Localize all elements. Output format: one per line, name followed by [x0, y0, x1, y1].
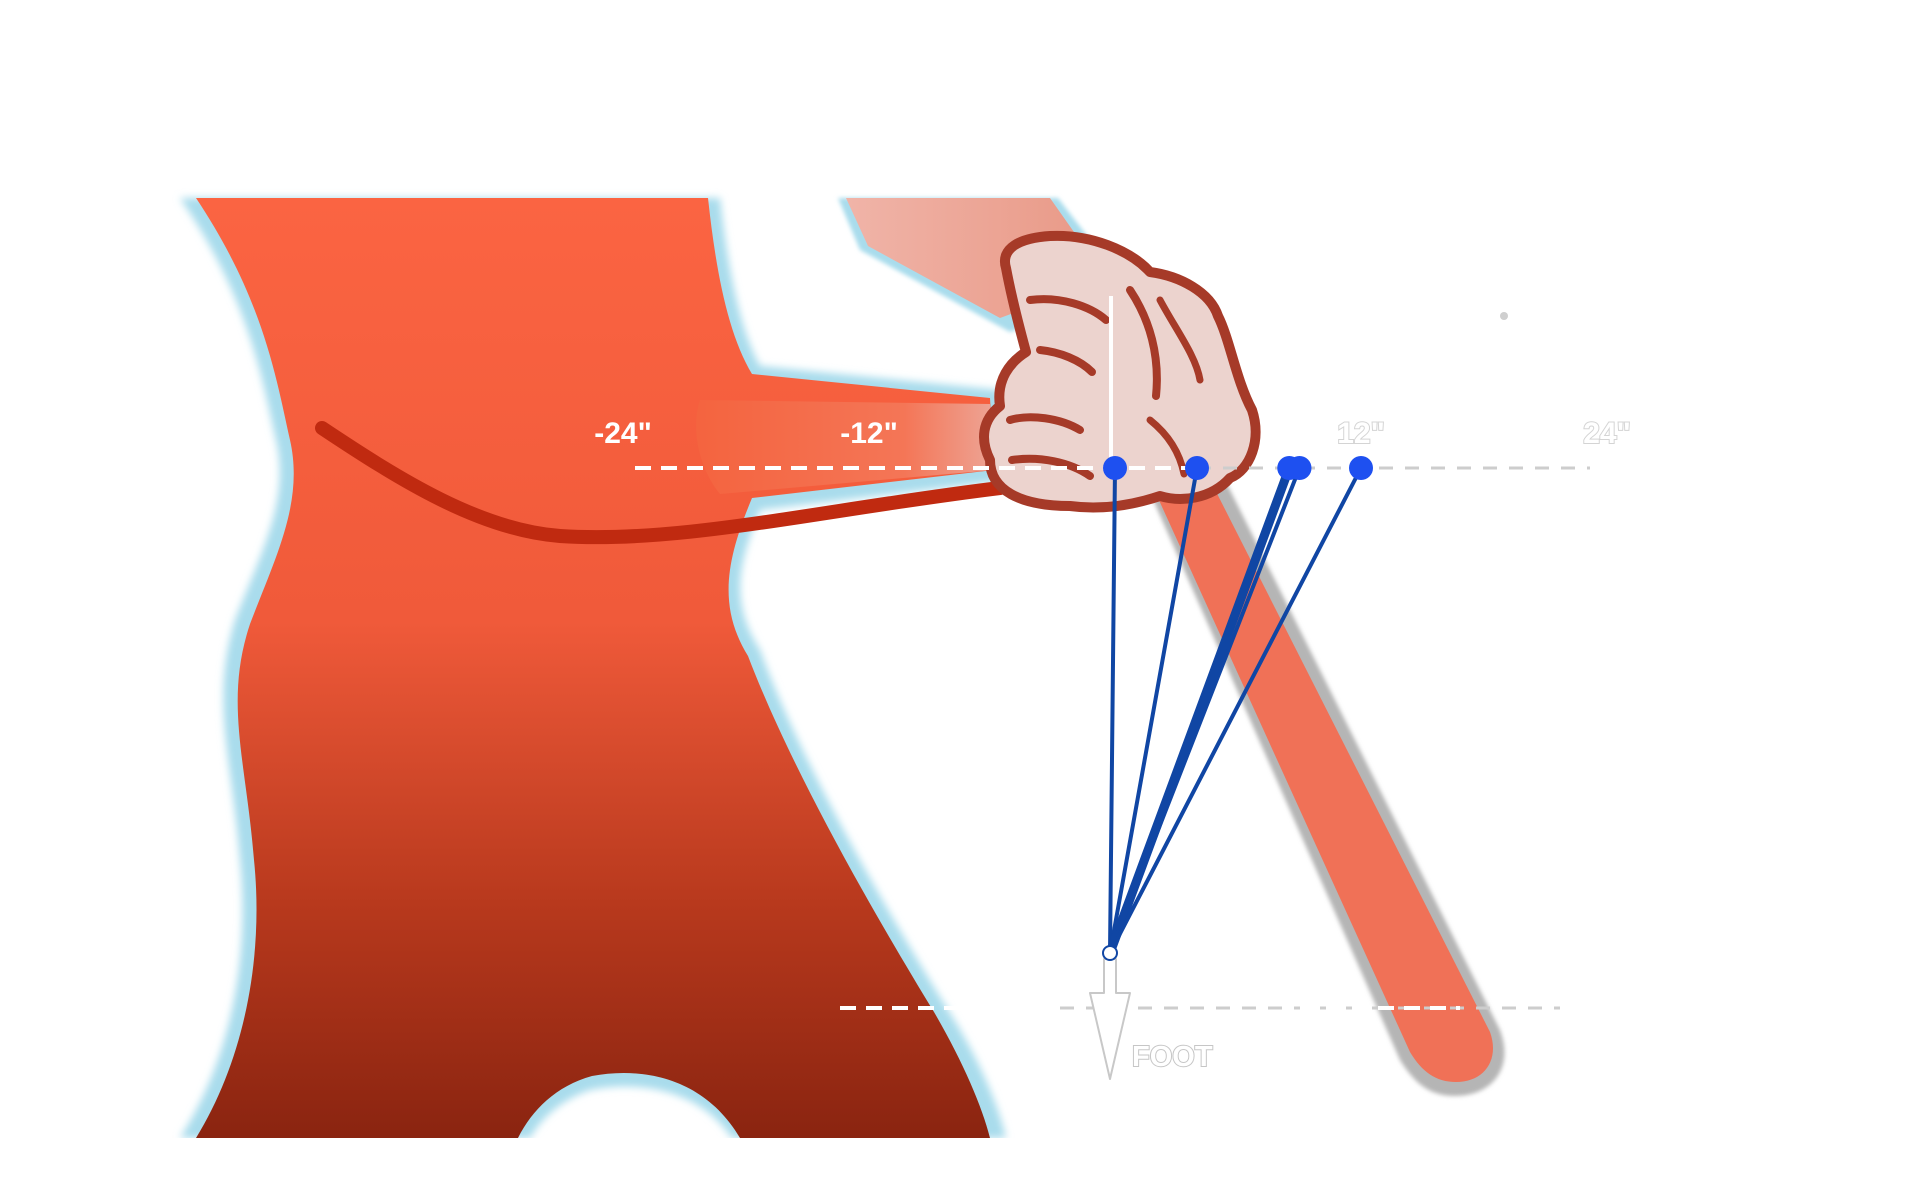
contact-line-1 [1108, 466, 1199, 955]
gloves [979, 230, 1261, 513]
contact-lines [1105, 463, 1363, 958]
arm [696, 400, 994, 494]
torso [196, 198, 994, 1138]
contact-point-0[interactable] [1103, 456, 1127, 480]
belt-line [315, 421, 1007, 545]
contact-line-0 [1108, 466, 1117, 955]
foot-label: FOOT [1132, 1041, 1213, 1073]
contact-point-1[interactable] [1185, 456, 1209, 480]
arrow-down-icon [1089, 958, 1131, 1080]
tick-label-3: 24" [1583, 417, 1631, 450]
contact-line-3 [1108, 466, 1302, 955]
scale-tick-labels: -24" -12" 12" 24" [594, 416, 1632, 451]
pivot-circle-icon [1102, 945, 1118, 961]
tick-label-0: -24" [594, 417, 652, 450]
contact-point-4[interactable] [1349, 456, 1373, 480]
tick-label-1: -12" [840, 417, 898, 450]
tick-label-2: 12" [1337, 417, 1385, 450]
contact-points [1103, 456, 1373, 480]
stray-dot [1500, 312, 1508, 320]
contact-line-4 [1108, 466, 1363, 955]
bat [1148, 460, 1493, 1082]
batter-illustration [180, 198, 1505, 1138]
contact-point-3[interactable] [1287, 456, 1312, 480]
